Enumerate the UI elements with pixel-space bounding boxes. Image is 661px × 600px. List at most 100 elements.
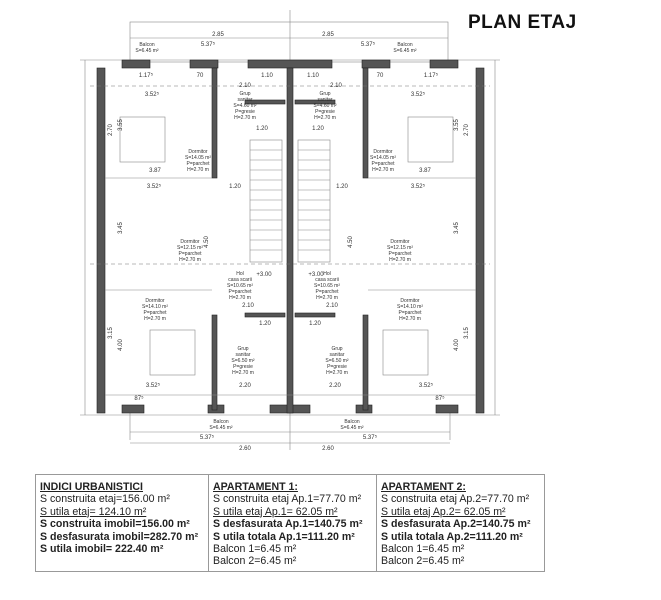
svg-text:2.60: 2.60	[239, 446, 251, 452]
svg-text:S=6.50 m²: S=6.50 m²	[325, 358, 349, 364]
svg-text:Balcon: Balcon	[139, 42, 155, 48]
svg-text:3.87: 3.87	[149, 168, 161, 174]
room-dormitor-3-left: Dormitor S=14.10 m² P=parchet H=2.70 m	[142, 298, 168, 322]
svg-text:P=parchet: P=parchet	[399, 310, 423, 316]
indici-line: S utila etaj= 124.10 m²	[40, 505, 147, 518]
room-balcon-bottom-right: Balcon S=6.45 m²	[340, 419, 364, 431]
svg-text:P=parchet: P=parchet	[187, 161, 211, 167]
room-dormitor-2-left: Dormitor S=12.15 m² P=parchet H=2.70 m	[177, 239, 203, 263]
svg-text:1.20: 1.20	[336, 184, 348, 190]
svg-text:Hol: Hol	[236, 271, 244, 277]
svg-text:4.00: 4.00	[118, 339, 124, 351]
ap2-line: S construita etaj Ap.2=77.70 m²	[381, 493, 530, 506]
svg-text:H=2.70 m: H=2.70 m	[232, 370, 254, 376]
svg-text:1.10: 1.10	[261, 73, 273, 79]
room-dormitor-1-left: Dormitor S=14.05 m² P=parchet H=2.70 m	[185, 149, 211, 173]
svg-text:5.37⁵: 5.37⁵	[361, 41, 376, 48]
svg-text:S=12.15 m²: S=12.15 m²	[177, 245, 203, 251]
svg-text:sanitar: sanitar	[329, 352, 344, 358]
svg-text:H=2.70 m: H=2.70 m	[389, 257, 411, 263]
svg-text:S=6.50 m²: S=6.50 m²	[231, 358, 255, 364]
svg-text:2.20: 2.20	[329, 383, 341, 389]
svg-text:casa scarii: casa scarii	[315, 277, 339, 283]
indici-line: S construita etaj=156.00 m²	[40, 493, 170, 506]
svg-text:4.00: 4.00	[454, 339, 460, 351]
svg-text:Dormitor: Dormitor	[390, 239, 410, 245]
svg-text:Balcon: Balcon	[213, 419, 229, 425]
svg-text:3.52⁵: 3.52⁵	[145, 91, 160, 98]
indici-line: S desfasurata imobil=282.70 m²	[40, 530, 199, 543]
svg-text:S=4.60 m²: S=4.60 m²	[233, 103, 257, 109]
svg-text:P=parchet: P=parchet	[316, 289, 340, 295]
svg-text:S=14.05 m²: S=14.05 m²	[370, 155, 396, 161]
room-hol-right: Hol casa scarii S=10.65 m² P=parchet H=2…	[314, 271, 340, 301]
svg-text:2.70: 2.70	[464, 124, 470, 136]
svg-text:S=6.45 m²: S=6.45 m²	[340, 425, 364, 431]
svg-text:Dormitor: Dormitor	[400, 298, 420, 304]
svg-text:1.20: 1.20	[259, 321, 271, 327]
partitions	[90, 85, 490, 396]
room-dormitor-1-right: Dormitor S=14.05 m² P=parchet H=2.70 m	[370, 149, 396, 173]
room-grup-sanitar-bottom-left: Grup sanitar S=6.50 m² P=gresie H=2.70 m	[231, 346, 255, 376]
svg-text:Grup: Grup	[237, 346, 248, 352]
svg-text:Dormitor: Dormitor	[188, 149, 208, 155]
svg-text:3.52⁵: 3.52⁵	[411, 91, 426, 98]
indici-line: S construita imobil=156.00 m²	[40, 518, 190, 531]
indici-line: S utila imobil= 222.40 m²	[40, 543, 164, 556]
svg-text:4.50: 4.50	[348, 236, 354, 248]
svg-text:+3.00: +3.00	[308, 272, 324, 278]
svg-text:2.85: 2.85	[212, 32, 224, 38]
svg-text:S=4.60 m²: S=4.60 m²	[313, 103, 337, 109]
svg-text:3.55: 3.55	[118, 119, 124, 131]
svg-text:P=parchet: P=parchet	[144, 310, 168, 316]
svg-text:H=2.70 m: H=2.70 m	[229, 295, 251, 301]
svg-text:2.10: 2.10	[330, 83, 342, 89]
svg-text:P=parchet: P=parchet	[229, 289, 253, 295]
svg-text:S=6.45 m²: S=6.45 m²	[393, 48, 417, 54]
svg-text:3.52⁵: 3.52⁵	[411, 183, 426, 190]
svg-text:Grup: Grup	[331, 346, 342, 352]
svg-text:sanitar: sanitar	[317, 97, 332, 103]
svg-text:S=10.65 m²: S=10.65 m²	[227, 283, 253, 289]
ap1-line: S utila totala Ap.1=111.20 m²	[213, 530, 355, 543]
ap1-line: S construita etaj Ap.1=77.70 m²	[213, 493, 362, 506]
page-title: PLAN ETAJ	[468, 12, 577, 33]
svg-text:sanitar: sanitar	[235, 352, 250, 358]
svg-text:P=parchet: P=parchet	[389, 251, 413, 257]
svg-text:Dormitor: Dormitor	[373, 149, 393, 155]
svg-text:H=2.70 m: H=2.70 m	[179, 257, 201, 263]
svg-text:H=2.70 m: H=2.70 m	[234, 115, 256, 121]
svg-text:Hol: Hol	[323, 271, 331, 277]
beds	[119, 116, 454, 376]
svg-text:2.10: 2.10	[326, 303, 338, 309]
ap2-line: Balcon 2=6.45 m²	[381, 555, 465, 568]
svg-text:S=14.05 m²: S=14.05 m²	[185, 155, 211, 161]
svg-text:87⁵: 87⁵	[134, 395, 144, 402]
svg-text:H=2.70 m: H=2.70 m	[144, 316, 166, 322]
svg-text:3.52⁵: 3.52⁵	[147, 183, 162, 190]
room-dormitor-2-right: Dormitor S=12.15 m² P=parchet H=2.70 m	[387, 239, 413, 263]
floor-plan: Balcon S=6.45 m² Balcon S=6.45 m² Grup s…	[80, 10, 500, 452]
svg-text:P=parchet: P=parchet	[372, 161, 396, 167]
svg-text:4.50: 4.50	[204, 236, 210, 248]
svg-text:1.20: 1.20	[312, 126, 324, 132]
svg-text:H=2.70 m: H=2.70 m	[316, 295, 338, 301]
svg-text:Balcon: Balcon	[397, 42, 413, 48]
room-grup-sanitar-top-left: Grup sanitar S=4.60 m² P=gresie H=2.70 m	[233, 91, 257, 121]
svg-text:H=2.70 m: H=2.70 m	[372, 167, 394, 173]
svg-text:Grup: Grup	[319, 91, 330, 97]
svg-text:3.15: 3.15	[464, 327, 470, 339]
dimension-labels: 2.85 2.85 5.37⁵ 5.37⁵ 1.17⁵ 1.17⁵ 70 70 …	[108, 32, 470, 452]
svg-text:H=2.70 m: H=2.70 m	[314, 115, 336, 121]
walls	[96, 59, 485, 414]
svg-text:3.52⁵: 3.52⁵	[146, 382, 161, 389]
svg-text:sanitar: sanitar	[237, 97, 252, 103]
column-header: INDICI URBANISTICI	[40, 481, 143, 493]
room-balcon-top-left: Balcon S=6.45 m²	[135, 42, 159, 54]
room-balcon-top-right: Balcon S=6.45 m²	[393, 42, 417, 54]
room-grup-sanitar-top-right: Grup sanitar S=4.60 m² P=gresie H=2.70 m	[313, 91, 337, 121]
svg-text:70: 70	[197, 73, 204, 79]
svg-text:1.20: 1.20	[229, 184, 241, 190]
svg-text:H=2.70 m: H=2.70 m	[399, 316, 421, 322]
summary-table: INDICI URBANISTICI S construita etaj=156…	[35, 474, 545, 572]
